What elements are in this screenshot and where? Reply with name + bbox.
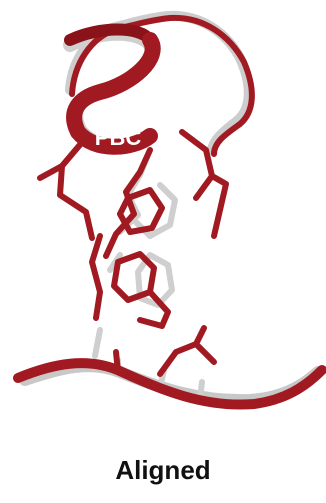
figure-caption: Aligned: [0, 455, 326, 486]
red-sidechain-left: [40, 140, 92, 238]
red-sidechain-mid: [92, 236, 100, 318]
red-strand-sticks: [116, 328, 214, 374]
gray-sidechain-5: [95, 330, 100, 356]
red-sidechain-right: [182, 132, 226, 236]
strand-label: β5: [161, 396, 176, 411]
helix-label: PBC: [95, 125, 142, 150]
gray-structure: [25, 16, 318, 400]
